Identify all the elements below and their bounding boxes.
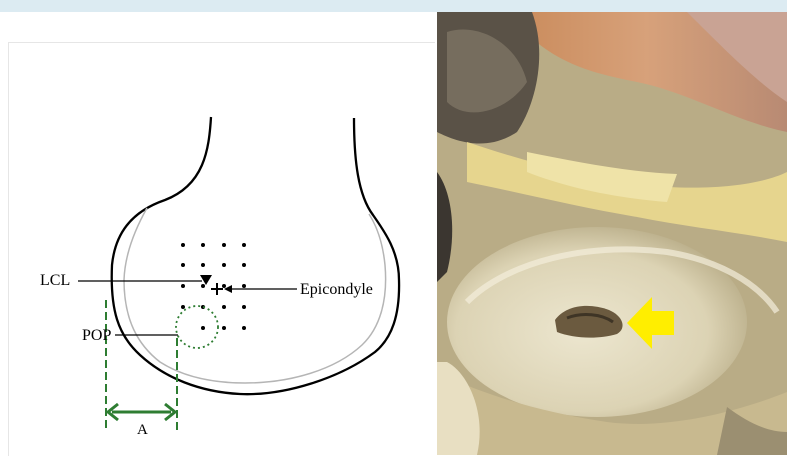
specimen-photo — [437, 12, 787, 455]
diagram-panel: LCL Epicondyle POP A — [0, 12, 436, 455]
lcl-marker-icon — [200, 275, 212, 285]
femur-diagram: LCL Epicondyle POP A — [0, 12, 436, 455]
pop-label: POP — [82, 327, 111, 344]
epicondyle-label: Epicondyle — [300, 281, 373, 298]
specimen-photo-illustration — [437, 12, 787, 455]
dot-grid — [181, 243, 246, 330]
top-band — [0, 0, 787, 12]
pop-circle — [176, 306, 218, 348]
epicondyle-cross-icon — [211, 283, 223, 295]
lcl-label: LCL — [40, 272, 70, 289]
distance-label: A — [137, 422, 148, 438]
femoral-condyle-outline — [112, 117, 399, 394]
